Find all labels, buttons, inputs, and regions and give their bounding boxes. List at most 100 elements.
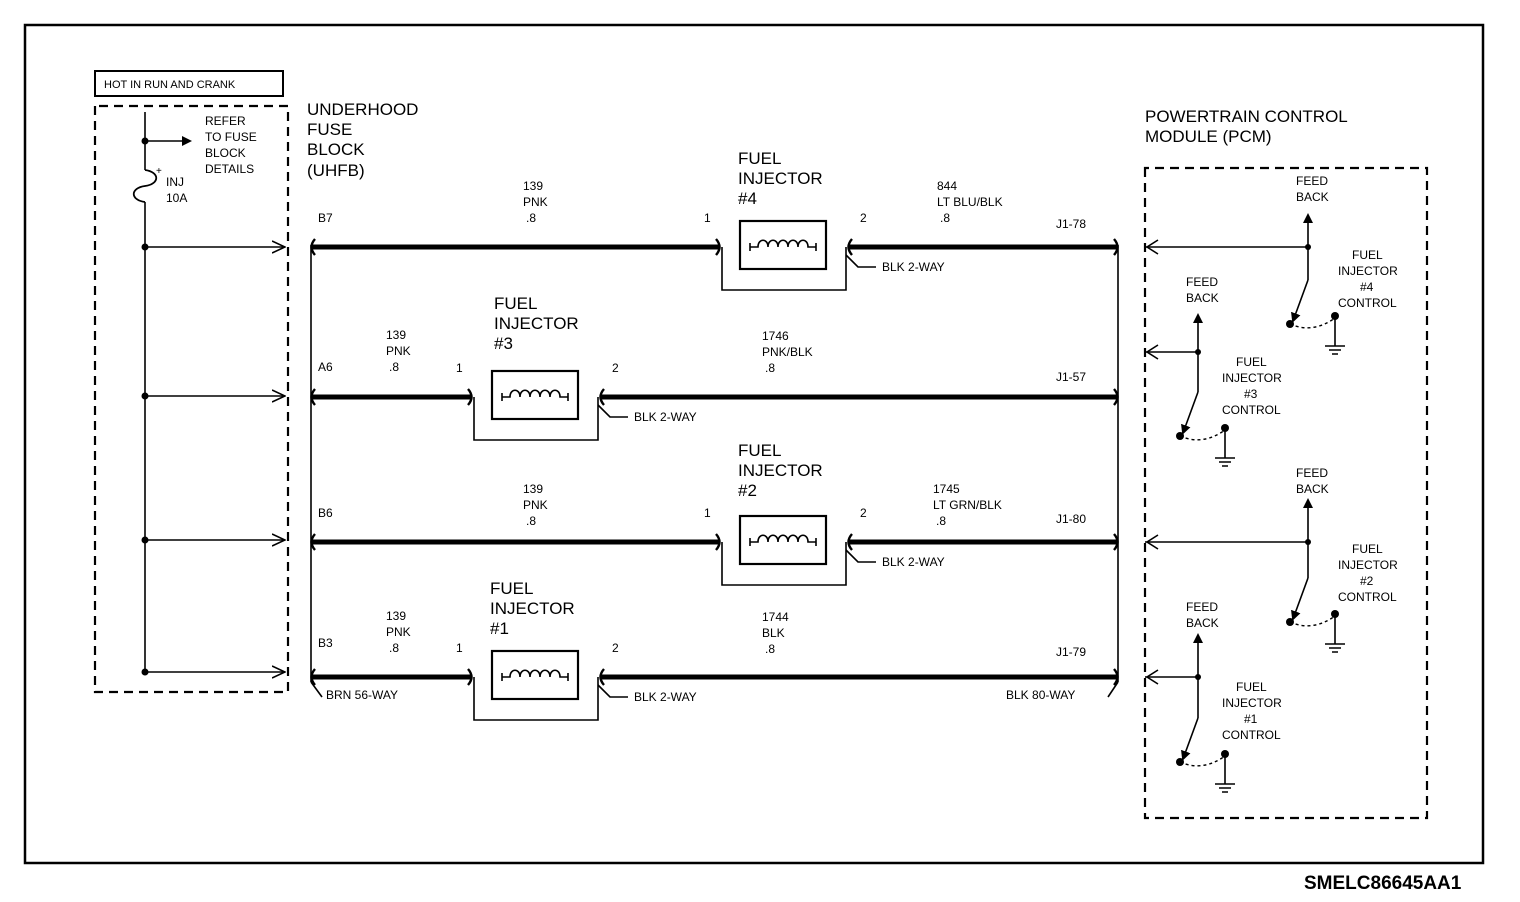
driver-label: INJECTOR	[1338, 264, 1398, 278]
injector-title: #4	[738, 189, 757, 208]
control-circuit-number: 844	[937, 179, 957, 193]
driver-label: #3	[1244, 387, 1258, 401]
injector-title: #3	[494, 334, 513, 353]
fuse-block-enclosure	[93, 104, 290, 694]
injector-title: #2	[738, 481, 757, 500]
injector-connector-label: BLK 2-WAY	[882, 555, 945, 569]
uhfb-pin: B3	[318, 636, 333, 650]
feed-circuit-color: PNK	[386, 625, 411, 639]
driver-label: #2	[1360, 574, 1374, 588]
feed-circuit-number: 139	[523, 179, 543, 193]
injector-title: #1	[490, 619, 509, 638]
ground-icon	[1215, 783, 1235, 793]
injector-coil-1	[490, 649, 580, 701]
control-circuit-number: 1744	[762, 610, 789, 624]
pcm-pin: J1-80	[1056, 512, 1086, 526]
driver-label: #1	[1244, 712, 1258, 726]
pcm-pin: J1-79	[1056, 645, 1086, 659]
pcm-enclosure	[1143, 166, 1429, 820]
svg-text:BLOCK: BLOCK	[307, 140, 365, 159]
injector-title: INJECTOR	[494, 314, 579, 333]
injector-title: INJECTOR	[490, 599, 575, 618]
control-circuit-gauge: .8	[765, 361, 775, 375]
driver-label: FUEL	[1352, 248, 1383, 262]
ground-icon	[1325, 345, 1345, 355]
injector-connector-label: BLK 2-WAY	[634, 410, 697, 424]
figure-code: SMELC86645AA1	[1304, 873, 1462, 894]
feed-circuit-number: 139	[523, 482, 543, 496]
control-circuit-color: LT GRN/BLK	[933, 498, 1002, 512]
svg-text:POWERTRAIN CONTROL: POWERTRAIN CONTROL	[1145, 107, 1348, 126]
feedback-label: BACK	[1296, 190, 1329, 204]
uhfb-pin: B7	[318, 211, 333, 225]
driver-label: FUEL	[1236, 355, 1267, 369]
injector-connector-label: BLK 2-WAY	[882, 260, 945, 274]
control-circuit-gauge: .8	[936, 514, 946, 528]
injector-title: FUEL	[490, 579, 533, 598]
diagram-frame	[23, 23, 1485, 865]
svg-text:BLOCK: BLOCK	[205, 146, 246, 160]
pcm-connector-label: BLK 80-WAY	[1006, 688, 1075, 702]
svg-text:UNDERHOOD: UNDERHOOD	[307, 100, 418, 119]
feed-circuit-gauge: .8	[526, 211, 536, 225]
svg-text:DETAILS: DETAILS	[205, 162, 254, 176]
driver-label: #4	[1360, 280, 1374, 294]
fuse-symbol	[132, 169, 158, 203]
pin-label: 2	[612, 641, 619, 655]
feedback-label: FEED	[1186, 600, 1218, 614]
svg-text:FUSE: FUSE	[307, 120, 352, 139]
driver-label: INJECTOR	[1222, 696, 1282, 710]
svg-text:MODULE (PCM): MODULE (PCM)	[1145, 127, 1272, 146]
svg-text:REFER: REFER	[205, 114, 246, 128]
pin-label: 2	[860, 506, 867, 520]
injector-coil-3	[490, 369, 580, 421]
driver-label: INJECTOR	[1222, 371, 1282, 385]
feedback-label: BACK	[1186, 291, 1219, 305]
driver-label: CONTROL	[1338, 590, 1397, 604]
control-circuit-color: BLK	[762, 626, 785, 640]
injector-title: FUEL	[738, 149, 781, 168]
pcm-pin: J1-78	[1056, 217, 1086, 231]
feed-circuit-gauge: .8	[526, 514, 536, 528]
power-header: HOT IN RUN AND CRANK	[94, 70, 284, 97]
fuse-name: INJ	[166, 175, 184, 189]
feed-circuit-number: 139	[386, 609, 406, 623]
fuse-note: REFER TO FUSE BLOCK DETAILS	[205, 114, 257, 176]
feed-circuit-gauge: .8	[389, 360, 399, 374]
injector-coil-2	[738, 514, 828, 566]
feedback-label: FEED	[1296, 466, 1328, 480]
driver-label: CONTROL	[1338, 296, 1397, 310]
feedback-label: BACK	[1186, 616, 1219, 630]
pin-label: 1	[704, 211, 711, 225]
driver-label: FUEL	[1352, 542, 1383, 556]
feedback-label: FEED	[1296, 174, 1328, 188]
svg-text:(UHFB): (UHFB)	[307, 161, 365, 180]
uhfb-pin: B6	[318, 506, 333, 520]
uhfb-connector-label: BRN 56-WAY	[326, 688, 398, 702]
power-header-label: HOT IN RUN AND CRANK	[104, 79, 236, 91]
pin-label: 2	[612, 361, 619, 375]
control-circuit-gauge: .8	[765, 642, 775, 656]
ground-icon	[1215, 457, 1235, 467]
driver-label: CONTROL	[1222, 728, 1281, 742]
injector-title: FUEL	[738, 441, 781, 460]
uhfb-title: UNDERHOOD FUSE BLOCK (UHFB)	[307, 100, 418, 180]
pin-label: 1	[456, 361, 463, 375]
pin-label: 1	[704, 506, 711, 520]
uhfb-pin: A6	[318, 360, 333, 374]
pin-label: 1	[456, 641, 463, 655]
control-circuit-number: 1746	[762, 329, 789, 343]
control-circuit-color: PNK/BLK	[762, 345, 813, 359]
injector-coil-4	[738, 219, 828, 271]
control-circuit-gauge: .8	[940, 211, 950, 225]
svg-text:TO FUSE: TO FUSE	[205, 130, 257, 144]
pin-label: 2	[860, 211, 867, 225]
